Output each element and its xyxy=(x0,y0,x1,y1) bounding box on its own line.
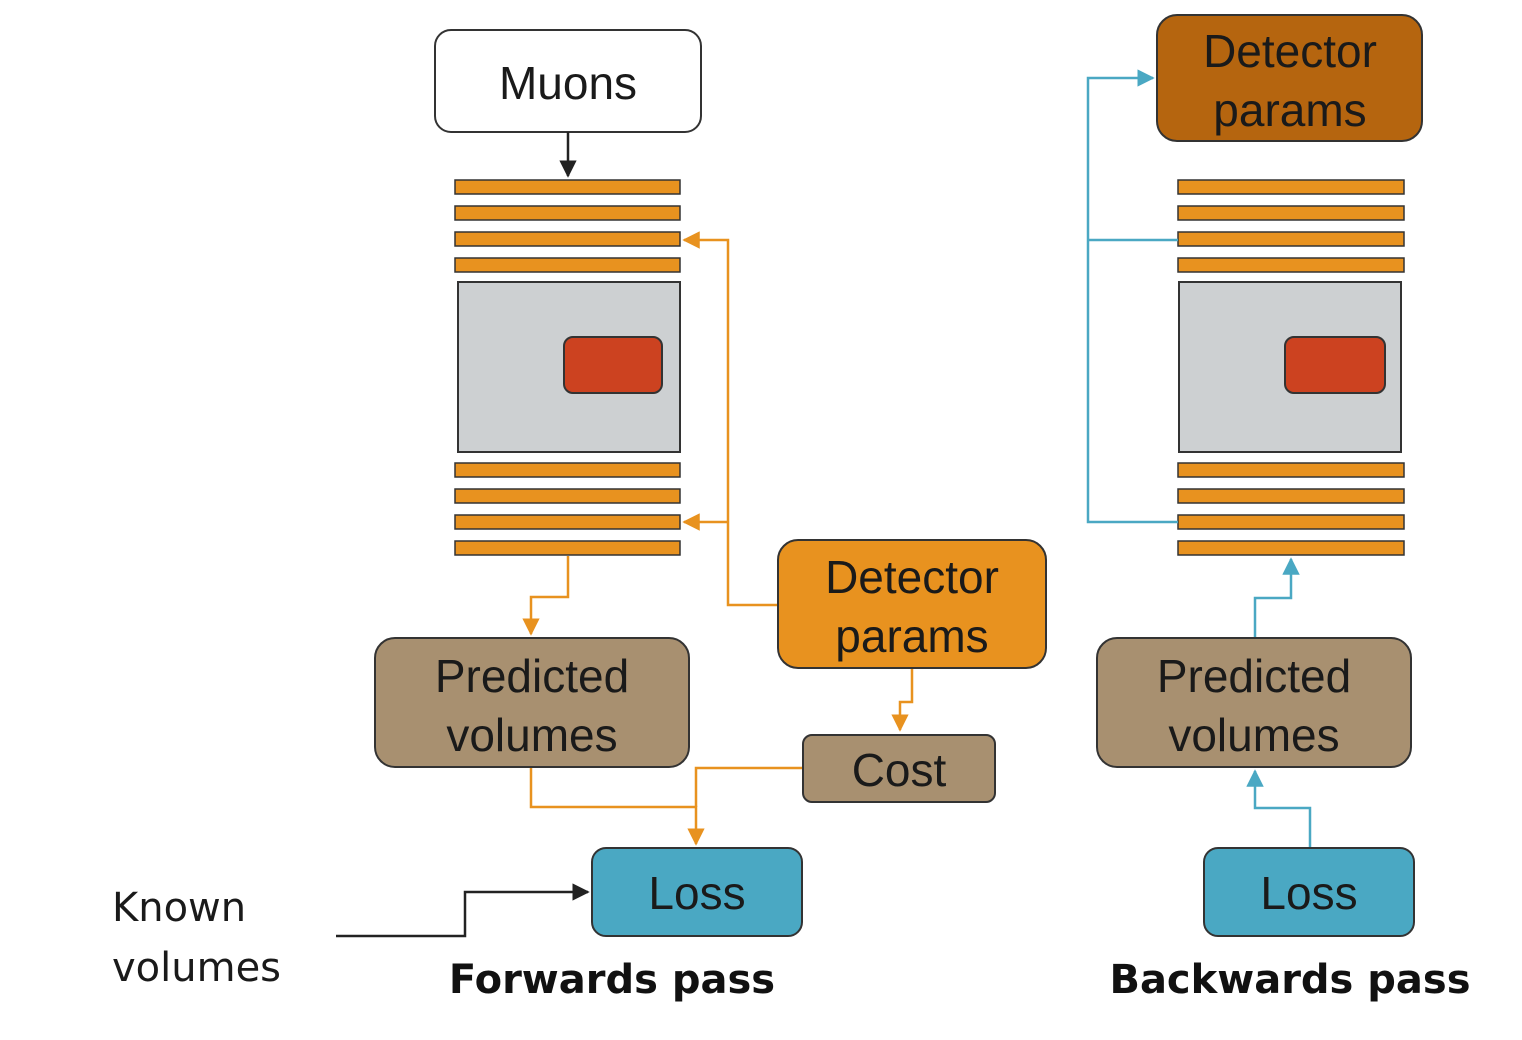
predicted-volumes-line2: volumes xyxy=(1168,709,1339,761)
known-to-loss-arrow xyxy=(336,883,590,938)
lower-detector-layer xyxy=(1177,514,1405,530)
lower-detector-layer xyxy=(454,514,681,530)
upper-detector-layer xyxy=(454,179,681,195)
detector-params-line2: params xyxy=(1213,84,1366,136)
predicted-volumes-line1: Predicted xyxy=(435,650,629,702)
known-volumes-line2: volumes xyxy=(112,945,281,991)
forwards-pass-caption: Forwards pass xyxy=(449,957,775,1003)
forward-detector-stack xyxy=(454,179,681,556)
target-block xyxy=(563,336,663,394)
forward-loss-node: Loss xyxy=(591,847,803,937)
upper-detector-layer xyxy=(454,205,681,221)
cost-to-loss-line xyxy=(694,766,803,807)
backward-loss-node: Loss xyxy=(1203,847,1415,937)
lower-detector-layer xyxy=(1177,540,1405,556)
gradient-to-params-line xyxy=(1086,69,1178,524)
forward-predicted-volumes-node: Predicted volumes xyxy=(374,637,690,768)
detector-params-line1: Detector xyxy=(825,551,999,603)
backward-pass: Detector params Predicted volumes xyxy=(1086,14,1471,1003)
muons-node: Muons xyxy=(434,29,702,133)
loss-label: Loss xyxy=(648,867,745,919)
lower-detector-layer xyxy=(454,540,681,556)
upper-detector-layer xyxy=(1177,231,1405,247)
muons-label: Muons xyxy=(499,57,637,109)
backward-predicted-volumes-node: Predicted volumes xyxy=(1096,637,1412,768)
target-block xyxy=(1284,336,1386,394)
params-to-layers-line xyxy=(682,231,778,607)
predicted-volumes-line2: volumes xyxy=(446,709,617,761)
backward-detector-stack xyxy=(1177,179,1405,556)
loss-label: Loss xyxy=(1260,867,1357,919)
cost-label: Cost xyxy=(852,744,947,796)
cost-node: Cost xyxy=(802,734,996,803)
upper-detector-layer xyxy=(454,231,681,247)
detector-params-line1: Detector xyxy=(1203,25,1377,77)
upper-detector-layer xyxy=(1177,257,1405,273)
upper-detector-layer xyxy=(454,257,681,273)
predicted-volumes-line1: Predicted xyxy=(1157,650,1351,702)
detector-to-predicted-arrow xyxy=(522,556,570,636)
params-to-cost-arrow xyxy=(891,668,914,732)
lower-detector-layer xyxy=(1177,462,1405,478)
forward-detector-params-node: Detector params xyxy=(777,539,1047,669)
upper-detector-layer xyxy=(1177,179,1405,195)
predicted-to-loss-arrow xyxy=(529,767,705,846)
lower-detector-layer xyxy=(454,488,681,504)
loss-to-predicted-gradient-arrow xyxy=(1246,769,1312,848)
forward-pass: Muons Detector params xyxy=(112,29,1047,1003)
backwards-pass-caption: Backwards pass xyxy=(1109,957,1470,1003)
known-volumes-line1: Known xyxy=(112,885,246,931)
predicted-to-detector-gradient-arrow xyxy=(1253,557,1300,638)
lower-detector-layer xyxy=(1177,488,1405,504)
detector-params-line2: params xyxy=(835,610,988,662)
upper-detector-layer xyxy=(1177,205,1405,221)
lower-detector-layer xyxy=(454,462,681,478)
backward-detector-params-node: Detector params xyxy=(1156,14,1423,142)
